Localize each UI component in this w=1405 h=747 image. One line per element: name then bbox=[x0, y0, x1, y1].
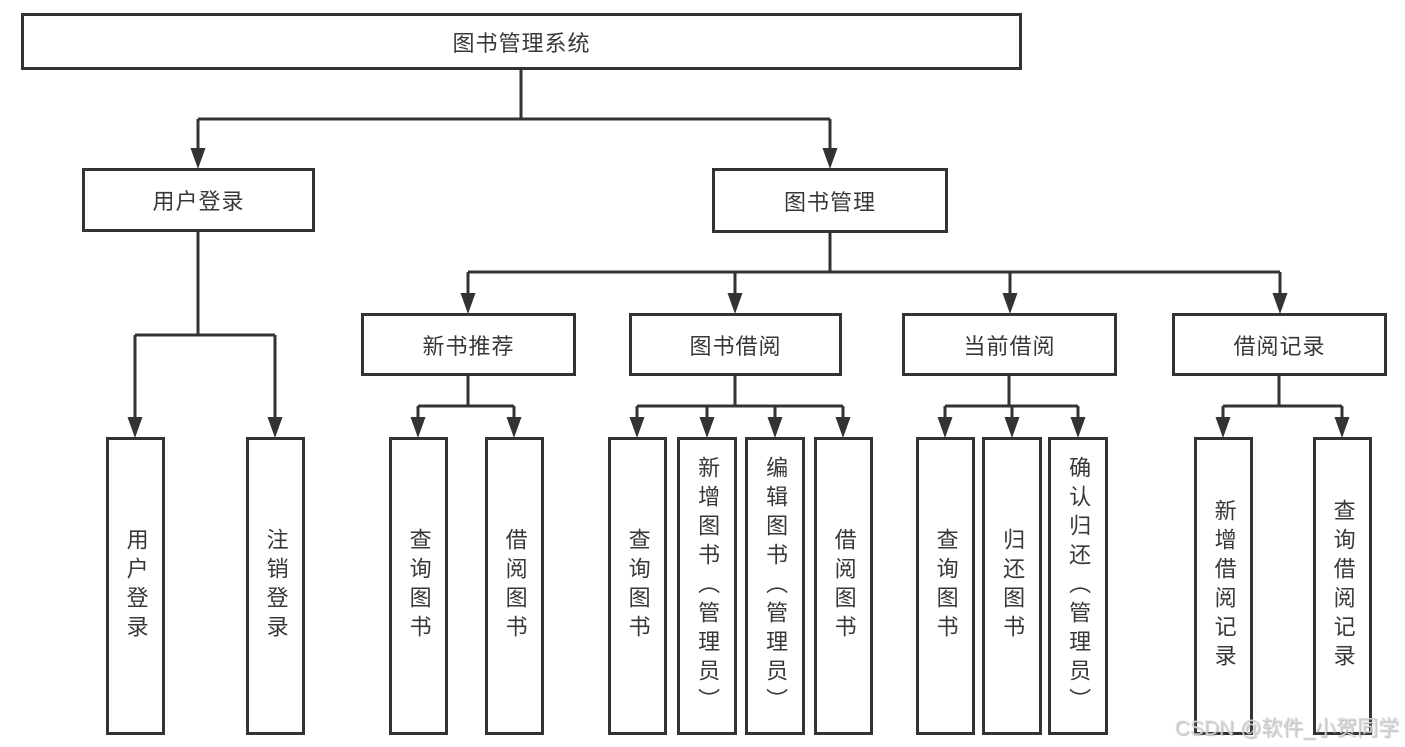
arrow-down-icon bbox=[1272, 293, 1288, 314]
node-label: 确认归还（管理员） bbox=[1066, 455, 1092, 717]
leaf-add-borrow-record: 新增借阅记录 bbox=[1194, 437, 1253, 735]
leaf-user-login: 用户登录 bbox=[106, 437, 165, 735]
leaf-edit-books-admin: 编辑图书（管理员） bbox=[745, 437, 805, 735]
arrow-down-icon bbox=[506, 417, 522, 438]
node-book-management: 图书管理 bbox=[712, 168, 948, 233]
arrow-down-icon bbox=[267, 417, 283, 438]
node-current-borrowing: 当前借阅 bbox=[902, 313, 1117, 376]
leaf-logout: 注销登录 bbox=[246, 437, 305, 735]
arrow-down-icon bbox=[460, 293, 476, 314]
arrow-down-icon bbox=[127, 417, 143, 438]
arrow-down-icon bbox=[1070, 417, 1086, 438]
arrow-down-icon bbox=[767, 417, 783, 438]
leaf-borrow-books-borrow: 借阅图书 bbox=[814, 437, 873, 735]
leaf-return-books: 归还图书 bbox=[982, 437, 1042, 735]
node-label: 图书管理 bbox=[783, 189, 876, 215]
arrowheads bbox=[127, 148, 1350, 438]
leaf-confirm-return-admin: 确认归还（管理员） bbox=[1048, 437, 1108, 735]
node-book-borrowing: 图书借阅 bbox=[629, 313, 842, 376]
node-user-login: 用户登录 bbox=[82, 168, 315, 232]
node-label: 注销登录 bbox=[263, 528, 289, 644]
leaf-query-books-borrow: 查询图书 bbox=[608, 437, 667, 735]
node-label: 查询图书 bbox=[933, 528, 959, 644]
node-label: 新增图书（管理员） bbox=[695, 455, 721, 717]
arrow-down-icon bbox=[937, 417, 953, 438]
arrow-down-icon bbox=[1215, 417, 1231, 438]
node-label: 当前借阅 bbox=[963, 333, 1056, 359]
arrow-down-icon bbox=[1334, 417, 1350, 438]
arrow-down-icon bbox=[1002, 293, 1018, 314]
tree-edges bbox=[133, 69, 1344, 418]
arrow-down-icon bbox=[410, 417, 426, 438]
arrow-down-icon bbox=[835, 417, 851, 438]
node-new-book-recommendation: 新书推荐 bbox=[361, 313, 576, 376]
arrow-down-icon bbox=[629, 417, 645, 438]
node-label: 用户登录 bbox=[152, 189, 245, 214]
arrow-down-icon bbox=[699, 417, 715, 438]
arrow-down-icon bbox=[190, 148, 206, 169]
node-label: 查询图书 bbox=[625, 528, 651, 644]
node-label: 借阅图书 bbox=[502, 528, 528, 644]
node-label: 编辑图书（管理员） bbox=[763, 455, 789, 717]
node-label: 查询借阅记录 bbox=[1330, 499, 1356, 673]
node-label: 图书管理系统 bbox=[452, 30, 591, 56]
node-label: 新书推荐 bbox=[422, 333, 515, 359]
node-label: 新增借阅记录 bbox=[1211, 499, 1237, 673]
watermark: CSDN @软件_小贺同学 bbox=[1174, 717, 1399, 740]
node-label: 图书借阅 bbox=[689, 333, 782, 359]
leaf-add-books-admin: 新增图书（管理员） bbox=[677, 437, 737, 735]
node-label: 借阅记录 bbox=[1233, 333, 1326, 359]
node-label: 查询图书 bbox=[406, 528, 432, 644]
node-label: 归还图书 bbox=[1000, 528, 1026, 644]
node-borrowing-records: 借阅记录 bbox=[1172, 313, 1387, 376]
node-label: 用户登录 bbox=[123, 528, 149, 644]
arrow-down-icon bbox=[1004, 417, 1020, 438]
leaf-query-books-current: 查询图书 bbox=[916, 437, 975, 735]
arrow-down-icon bbox=[822, 148, 838, 169]
leaf-query-books-recommend: 查询图书 bbox=[389, 437, 448, 735]
arrow-down-icon bbox=[727, 293, 743, 314]
node-label: 借阅图书 bbox=[831, 528, 857, 644]
leaf-query-borrow-record: 查询借阅记录 bbox=[1313, 437, 1372, 735]
node-root: 图书管理系统 bbox=[21, 13, 1022, 70]
leaf-borrow-books-recommend: 借阅图书 bbox=[485, 437, 544, 735]
